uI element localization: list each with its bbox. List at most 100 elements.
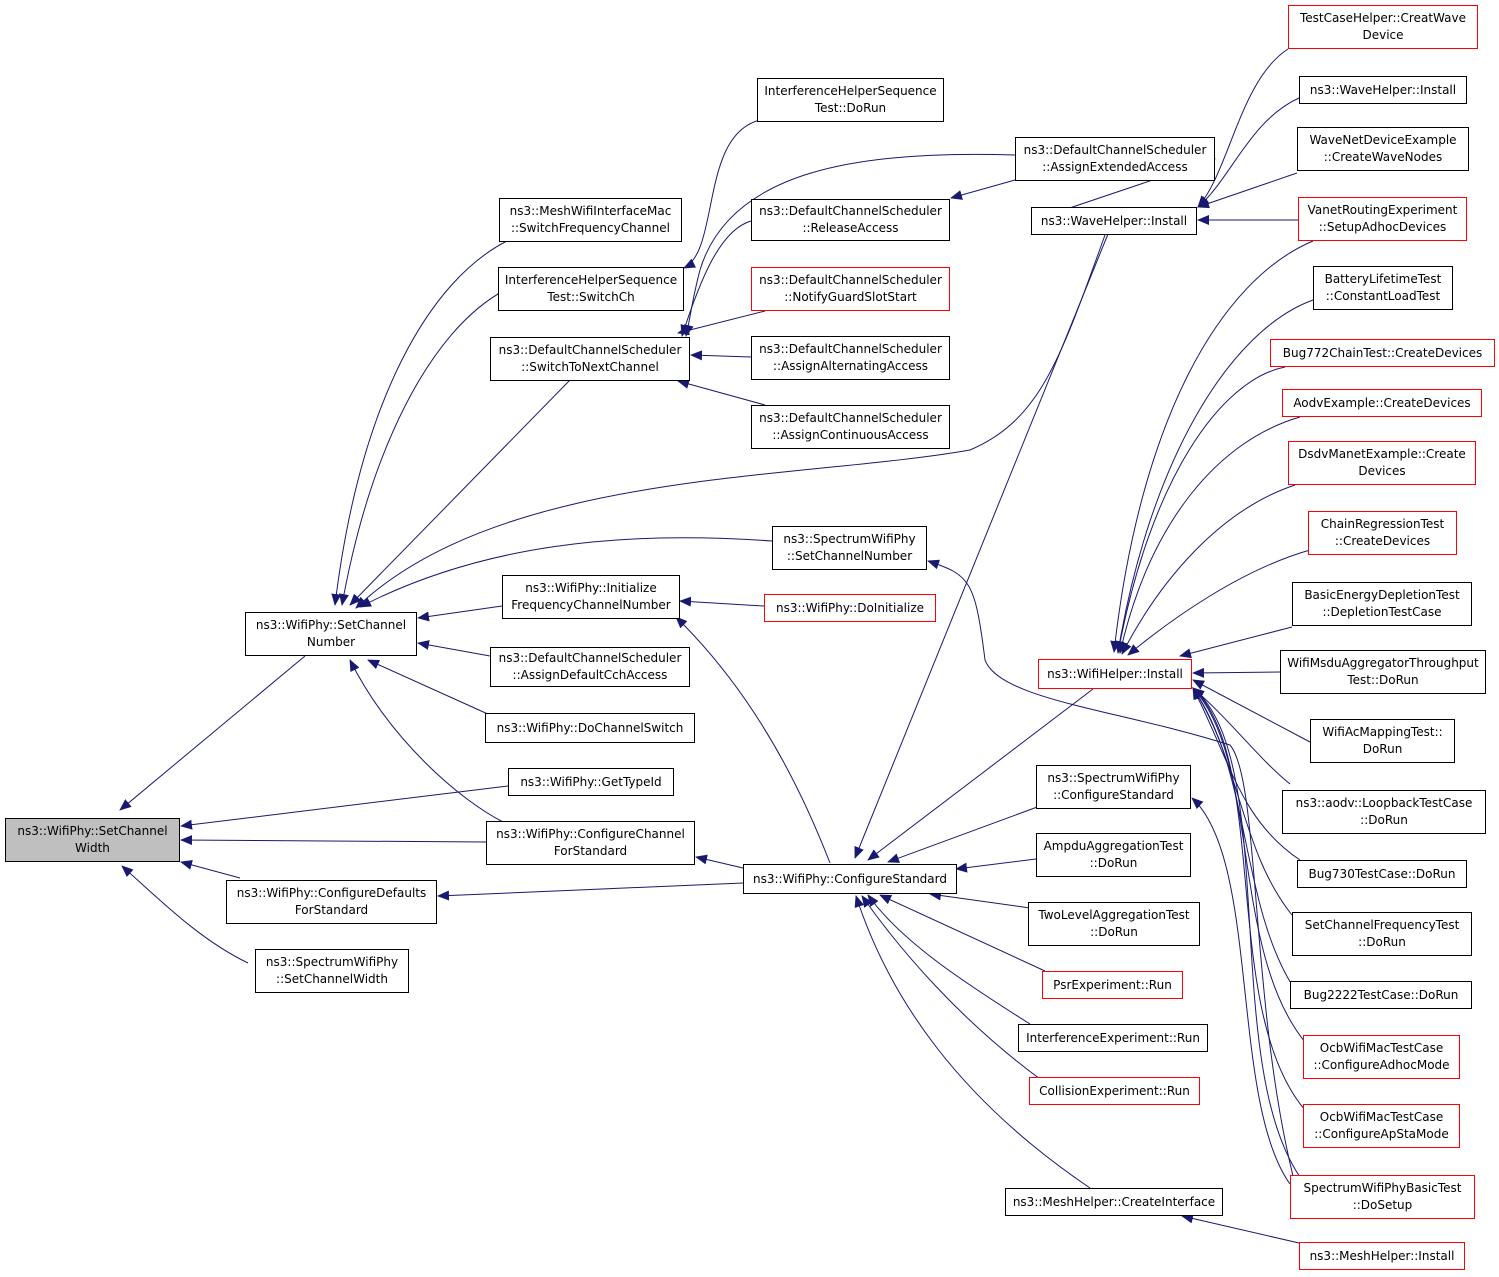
graph-node-n14[interactable]: ns3::DefaultChannelScheduler ::NotifyGua… xyxy=(751,267,950,311)
edge-n28-to-n19 xyxy=(861,895,1041,1080)
graph-node-n36[interactable]: AodvExample::CreateDevices xyxy=(1282,389,1482,417)
edge-n29-to-n19 xyxy=(854,895,1091,1189)
edge-n41-to-n22 xyxy=(1192,679,1311,743)
graph-node-n13[interactable]: ns3::DefaultChannelScheduler ::ReleaseAc… xyxy=(751,199,950,241)
edge-n19-to-n11 xyxy=(695,854,744,869)
graph-node-n23[interactable]: ns3::SpectrumWifiPhy ::ConfigureStandard xyxy=(1036,765,1191,809)
graph-node-n46[interactable]: OcbWifiMacTestCase ::ConfigureAdhocMode xyxy=(1303,1035,1460,1079)
edge-n39-to-n22 xyxy=(1179,626,1293,659)
edge-n12-to-n5 xyxy=(683,119,761,269)
edge-n19-to-n2 xyxy=(437,882,744,901)
graph-node-n6[interactable]: ns3::DefaultChannelScheduler ::SwitchToN… xyxy=(490,337,690,381)
edge-n22-to-n17 xyxy=(927,559,1294,1177)
graph-node-n21[interactable]: ns3::WaveHelper::Install xyxy=(1031,207,1197,235)
graph-node-n34[interactable]: BatteryLifetimeTest ::ConstantLoadTest xyxy=(1313,266,1453,310)
graph-node-n3[interactable]: ns3::SpectrumWifiPhy ::SetChannelWidth xyxy=(255,949,409,993)
edge-n21-to-n1 xyxy=(355,234,1106,609)
graph-node-n9[interactable]: ns3::WifiPhy::DoChannelSwitch xyxy=(485,713,695,743)
edge-n17-to-n1 xyxy=(359,537,773,608)
edge-n14-to-n6 xyxy=(677,310,766,336)
graph-node-n17[interactable]: ns3::SpectrumWifiPhy ::SetChannelNumber xyxy=(772,526,927,570)
graph-node-n2[interactable]: ns3::WifiPhy::ConfigureDefaults ForStand… xyxy=(226,880,437,924)
edge-n3-to-n0 xyxy=(121,865,249,964)
graph-node-n10[interactable]: ns3::WifiPhy::GetTypeId xyxy=(508,768,674,796)
graph-node-n27[interactable]: InterferenceExperiment::Run xyxy=(1018,1024,1208,1052)
graph-node-n26[interactable]: PsrExperiment::Run xyxy=(1042,971,1183,999)
graph-node-n1[interactable]: ns3::WifiPhy::SetChannel Number xyxy=(245,612,417,656)
edge-n18-to-n7 xyxy=(679,596,765,607)
edge-n11-to-n1 xyxy=(349,659,504,823)
graph-node-n5[interactable]: InterferenceHelperSequence Test::SwitchC… xyxy=(498,267,684,311)
graph-node-n39[interactable]: BasicEnergyDepletionTest ::DepletionTest… xyxy=(1292,582,1472,626)
edge-n26-to-n19 xyxy=(879,894,1046,972)
graph-node-n32[interactable]: WaveNetDeviceExample ::CreateWaveNodes xyxy=(1297,127,1469,171)
edge-n25-to-n19 xyxy=(929,890,1031,909)
graph-node-n15[interactable]: ns3::DefaultChannelScheduler ::AssignAlt… xyxy=(751,336,950,380)
graph-node-n18[interactable]: ns3::WifiPhy::DoInitialize xyxy=(764,594,936,622)
graph-node-n40[interactable]: WifiMsduAggregatorThroughput Test::DoRun xyxy=(1280,650,1486,694)
edge-n9-to-n1 xyxy=(367,659,491,716)
edge-n4-to-n1 xyxy=(331,240,508,606)
graph-node-n20[interactable]: ns3::DefaultChannelScheduler ::AssignExt… xyxy=(1015,137,1215,181)
edge-n15-to-n6 xyxy=(690,350,752,361)
graph-node-n4[interactable]: ns3::MeshWifiInterfaceMac ::SwitchFreque… xyxy=(499,198,682,242)
edge-n30-to-n21 xyxy=(1197,48,1289,208)
edge-n31-to-n21 xyxy=(1197,97,1300,208)
edge-n7-to-n1 xyxy=(417,605,503,622)
edge-n36-to-n22 xyxy=(1117,416,1301,654)
graph-node-n19[interactable]: ns3::WifiPhy::ConfigureStandard xyxy=(743,864,957,894)
edge-n33-to-n22 xyxy=(1110,240,1314,653)
graph-node-n11[interactable]: ns3::WifiPhy::ConfigureChannel ForStanda… xyxy=(486,821,695,865)
graph-node-n43[interactable]: Bug730TestCase::DoRun xyxy=(1297,860,1467,888)
graph-node-n33[interactable]: VanetRoutingExperiment ::SetupAdhocDevic… xyxy=(1298,197,1467,241)
graph-node-n24[interactable]: AmpduAggregationTest ::DoRun xyxy=(1036,833,1191,877)
graph-node-n41[interactable]: WifiAcMappingTest:: DoRun xyxy=(1310,719,1455,763)
edge-n40-to-n22 xyxy=(1192,667,1281,678)
edge-n21-to-n19 xyxy=(854,233,1109,859)
graph-node-n45[interactable]: Bug2222TestCase::DoRun xyxy=(1290,981,1472,1009)
edge-n23-to-n19 xyxy=(887,805,1041,863)
graph-node-n7[interactable]: ns3::WifiPhy::Initialize FrequencyChanne… xyxy=(502,575,680,619)
graph-node-n25[interactable]: TwoLevelAggregationTest ::DoRun xyxy=(1028,902,1200,946)
edge-n13-to-n6 xyxy=(680,220,752,337)
graph-node-n22[interactable]: ns3::WifiHelper::Install xyxy=(1038,659,1192,689)
edge-n19-to-n7 xyxy=(675,616,831,864)
graph-node-n42[interactable]: ns3::aodv::LoopbackTestCase ::DoRun xyxy=(1282,790,1486,834)
edge-n46-to-n22 xyxy=(1192,687,1306,1043)
edge-n45-to-n22 xyxy=(1192,687,1293,986)
graph-node-n0: ns3::WifiPhy::SetChannel Width xyxy=(5,818,180,862)
edge-n20-to-n13 xyxy=(950,179,1016,200)
graph-node-n44[interactable]: SetChannelFrequencyTest ::DoRun xyxy=(1292,912,1472,956)
graph-node-n37[interactable]: DsdvManetExample::Create Devices xyxy=(1288,441,1476,485)
edge-n35-to-n22 xyxy=(1115,366,1286,654)
graph-node-n8[interactable]: ns3::DefaultChannelScheduler ::AssignDef… xyxy=(490,647,690,687)
graph-node-n35[interactable]: Bug772ChainTest::CreateDevices xyxy=(1270,339,1495,367)
edge-n8-to-n1 xyxy=(417,640,491,657)
edge-n49-to-n29 xyxy=(1181,1213,1300,1244)
edge-n47-to-n22 xyxy=(1192,687,1306,1111)
edge-n6-to-n1 xyxy=(349,379,571,606)
graph-node-n30[interactable]: TestCaseHelper::CreatWave Device xyxy=(1288,5,1478,49)
edge-n48-to-n22 xyxy=(1192,687,1301,1178)
edge-n32-to-n21 xyxy=(1197,172,1298,209)
graph-node-n31[interactable]: ns3::WaveHelper::Install xyxy=(1299,76,1467,104)
graph-node-n49[interactable]: ns3::MeshHelper::Install xyxy=(1299,1242,1465,1270)
graph-node-n16[interactable]: ns3::DefaultChannelScheduler ::AssignCon… xyxy=(751,405,950,449)
edge-n27-to-n19 xyxy=(867,894,1031,1025)
graph-node-n38[interactable]: ChainRegressionTest ::CreateDevices xyxy=(1308,511,1457,555)
edge-n24-to-n19 xyxy=(955,858,1037,873)
edge-n2-to-n0 xyxy=(180,860,241,879)
edge-n48-to-n23 xyxy=(1191,797,1291,1185)
graph-node-n28[interactable]: CollisionExperiment::Run xyxy=(1029,1077,1200,1105)
edge-n22-to-n19 xyxy=(867,688,1094,861)
edge-n34-to-n22 xyxy=(1114,299,1314,653)
edge-n42-to-n22 xyxy=(1192,687,1291,785)
graph-node-n12[interactable]: InterferenceHelperSequence Test::DoRun xyxy=(757,78,944,122)
graph-node-n29[interactable]: ns3::MeshHelper::CreateInterface xyxy=(1005,1188,1223,1216)
edge-n11-to-n0 xyxy=(180,835,487,846)
edge-n43-to-n22 xyxy=(1192,687,1301,861)
edge-n38-to-n22 xyxy=(1127,549,1311,656)
graph-node-n48[interactable]: SpectrumWifiPhyBasicTest ::DoSetup xyxy=(1290,1175,1475,1219)
graph-node-n47[interactable]: OcbWifiMacTestCase ::ConfigureApStaMode xyxy=(1303,1104,1460,1148)
